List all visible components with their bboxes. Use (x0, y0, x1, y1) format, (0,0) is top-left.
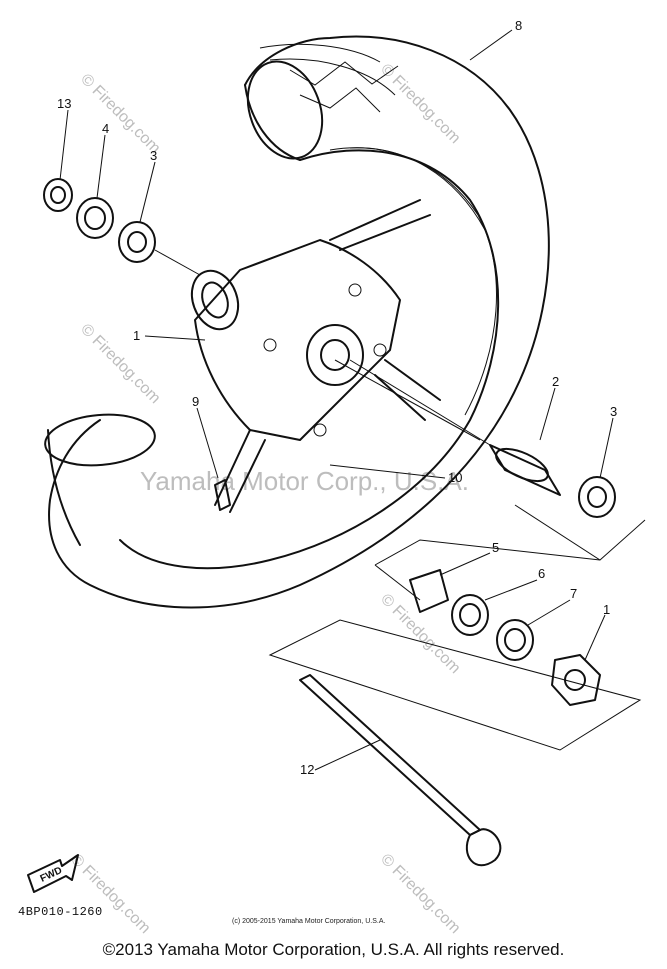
tire (44, 35, 550, 609)
callout-1-nut: 1 (603, 602, 610, 617)
left-hub-parts (43, 178, 201, 276)
callout-3-left: 3 (150, 148, 157, 163)
callout-2: 2 (552, 374, 559, 389)
watermark-firedog-4: © Firedog.com (377, 591, 463, 677)
callout-10: 10 (448, 470, 462, 485)
small-copyright: (c) 2005-2015 Yamaha Motor Corporation, … (232, 918, 386, 925)
part-code: 4BP010-1260 (18, 905, 103, 919)
callout-3-right: 3 (610, 404, 617, 419)
callout-12: 12 (300, 762, 314, 777)
watermark-firedog-2: © Firedog.com (377, 61, 463, 147)
watermark-firedog-5: © Firedog.com (67, 851, 153, 937)
watermark-firedog-1: © Firedog.com (77, 71, 163, 157)
watermark-firedog-6: © Firedog.com (377, 851, 463, 937)
callout-9: 9 (192, 394, 199, 409)
callout-4: 4 (102, 121, 109, 136)
callout-13: 13 (57, 96, 71, 111)
fwd-arrow: FWD (27, 854, 79, 893)
watermark-layer: © Firedog.com © Firedog.com © Firedog.co… (67, 61, 469, 937)
callout-8: 8 (515, 18, 522, 33)
callout-6: 6 (538, 566, 545, 581)
callout-7: 7 (570, 586, 577, 601)
watermark-firedog-3: © Firedog.com (77, 321, 163, 407)
lower-parts (299, 569, 601, 867)
footer-copyright: ©2013 Yamaha Motor Corporation, U.S.A. A… (102, 940, 565, 959)
callout-5: 5 (492, 540, 499, 555)
callout-1-hub: 1 (133, 328, 140, 343)
watermark-yamaha-center: Yamaha Motor Corp., U.S.A. (140, 466, 469, 496)
leader-lines (59, 29, 614, 771)
right-hub-parts (349, 359, 616, 518)
assembly-guides (268, 359, 646, 751)
callout-numbers: 13 4 3 8 1 9 2 3 10 5 6 7 1 12 (57, 18, 617, 777)
wheel-hub (190, 199, 441, 513)
